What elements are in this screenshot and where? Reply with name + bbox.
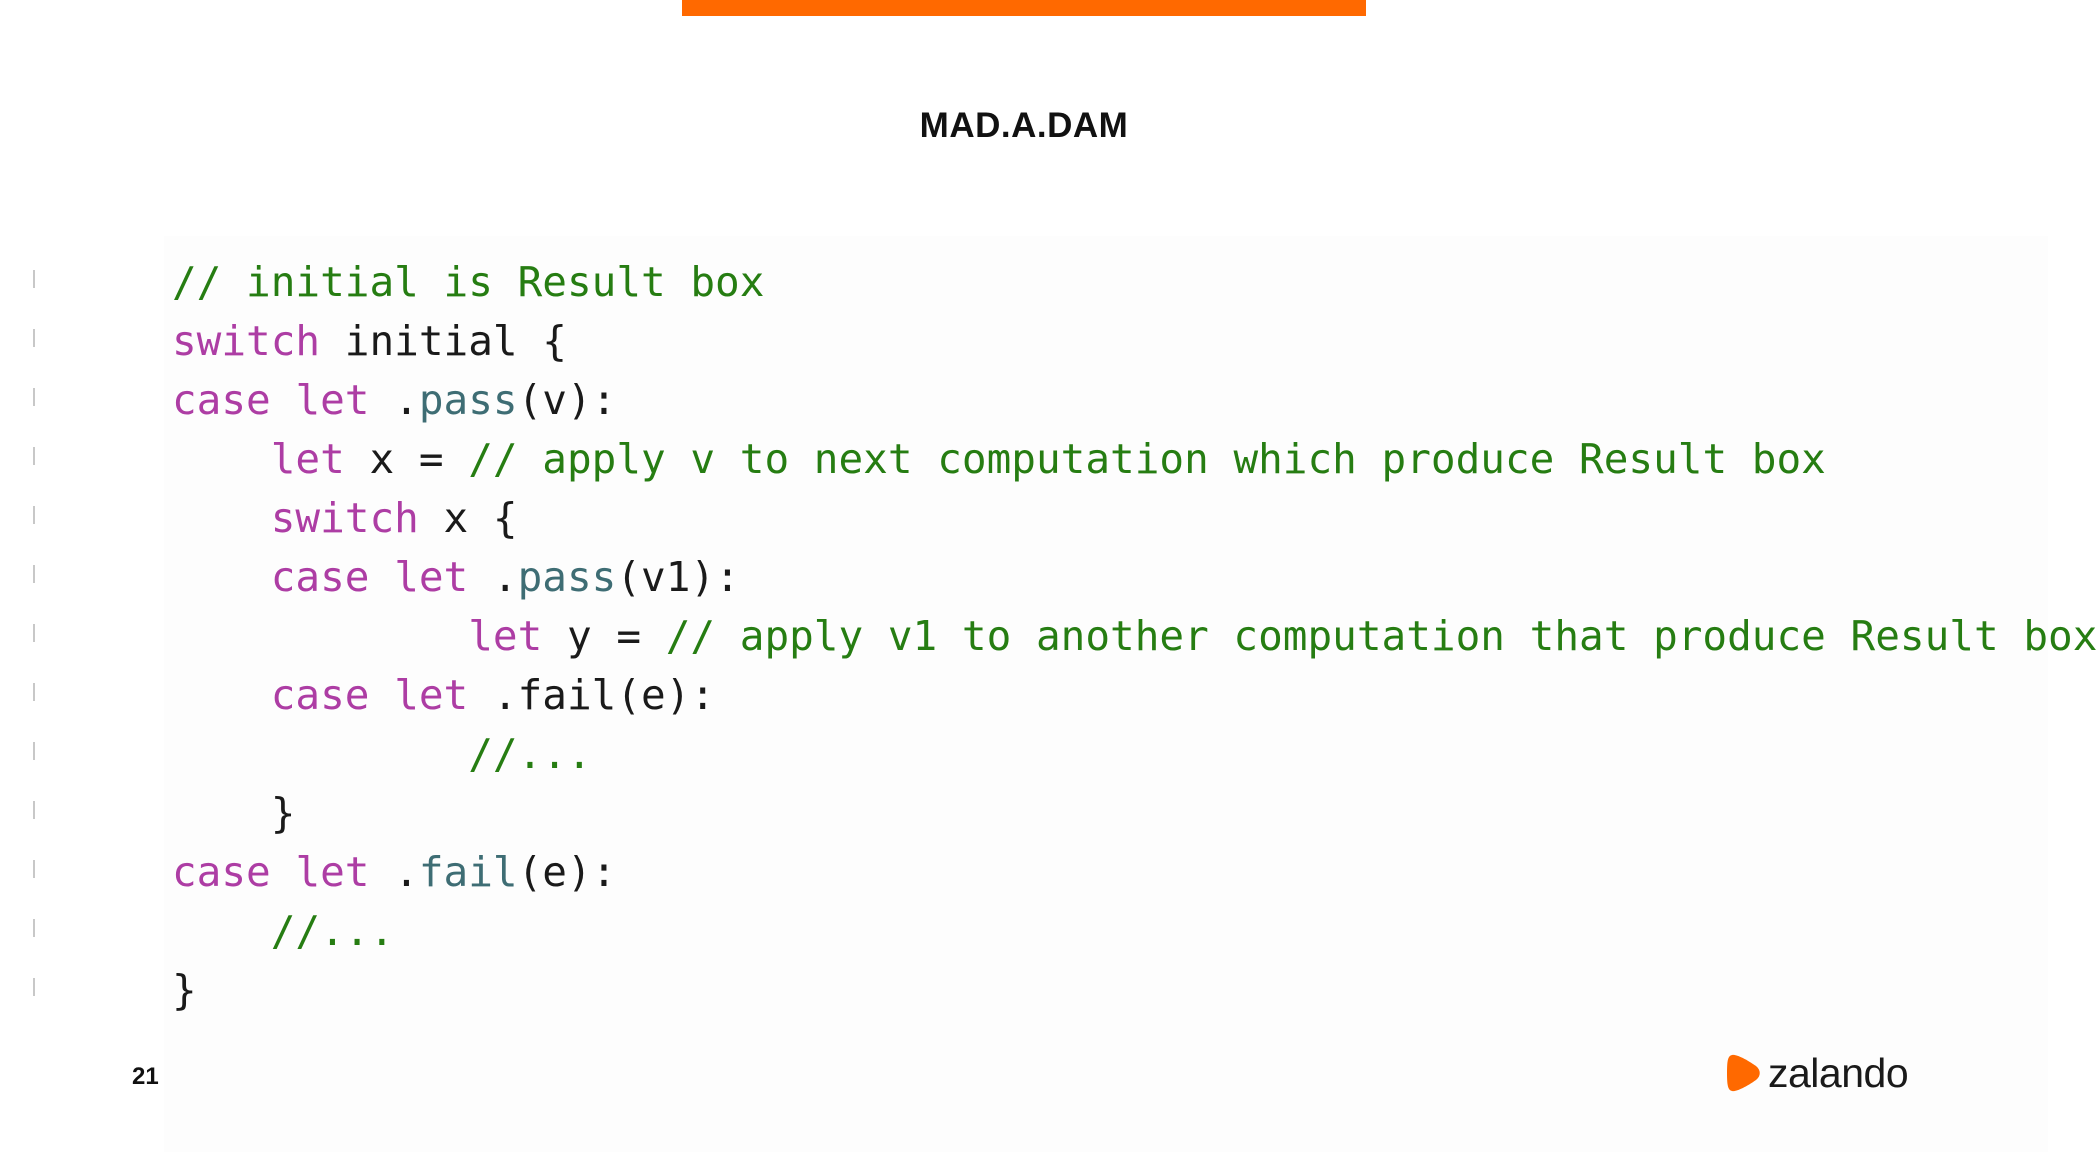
code-comment: //... (468, 730, 592, 778)
code-keyword: let (295, 376, 370, 424)
code-keyword: switch (270, 494, 419, 542)
code-keyword: case (270, 671, 370, 719)
code-keyword: let (295, 848, 370, 896)
code-text: fail (418, 848, 518, 896)
code-text: (v): (517, 376, 617, 424)
code-line: switch x { (172, 489, 2097, 548)
code-text: pass (517, 553, 617, 601)
code-keyword: case (172, 848, 271, 896)
code-text: y = (542, 612, 666, 660)
code-text (271, 848, 296, 896)
gutter-mark (33, 329, 35, 347)
code-text (172, 494, 271, 542)
code-text: x = (344, 435, 469, 483)
code-text: . (369, 376, 419, 424)
code-line: case let .fail(e): (172, 666, 2097, 725)
code-line: let y = // apply v1 to another computati… (172, 607, 2097, 666)
code-line: //... (172, 902, 2097, 961)
gutter-mark (33, 506, 35, 524)
code-panel (164, 236, 2048, 1152)
code-keyword: case (172, 376, 271, 424)
code-line: case let .pass(v1): (172, 548, 2097, 607)
code-keyword: let (394, 553, 469, 601)
code-text (172, 907, 271, 955)
code-text (172, 730, 468, 778)
code-line: //... (172, 725, 2097, 784)
code-text: (v1): (616, 553, 740, 601)
gutter-mark (33, 860, 35, 878)
code-text: pass (418, 376, 518, 424)
code-text (172, 553, 271, 601)
code-line: case let .fail(e): (172, 843, 2097, 902)
gutter-mark (33, 978, 35, 996)
code-text: x { (418, 494, 518, 542)
code-line: let x = // apply v to next computation w… (172, 430, 2097, 489)
gutter-mark (33, 919, 35, 937)
page-number: 21 (132, 1063, 159, 1090)
gutter-mark (33, 447, 35, 465)
zalando-logo: zalando (1726, 1050, 1909, 1096)
code-comment: // initial is Result box (172, 258, 765, 306)
code-keyword: let (270, 435, 345, 483)
logo-wordmark: zalando (1768, 1050, 1909, 1096)
code-line: } (172, 784, 2097, 843)
gutter-mark (33, 801, 35, 819)
code-text (271, 376, 296, 424)
gutter-mark (33, 270, 35, 288)
code-comment: // apply v to next computation which pro… (468, 435, 1826, 483)
code-line: } (172, 961, 2097, 1020)
code-comment: // apply v1 to another computation that … (665, 612, 2097, 660)
gutter-mark (33, 388, 35, 406)
code-keyword: let (468, 612, 543, 660)
code-line: // initial is Result box (172, 253, 2097, 312)
code-text (370, 671, 395, 719)
code-text: initial { (320, 317, 567, 365)
code-keyword: switch (172, 317, 321, 365)
code-text: } (172, 789, 296, 837)
code-text (172, 612, 468, 660)
code-block: // initial is Result box switch initial {… (172, 253, 2097, 1020)
code-text: . (468, 553, 518, 601)
code-keyword: case (270, 553, 370, 601)
slide: MAD.A.DAM // initial is Result box switch… (33, 0, 2097, 1152)
code-text (172, 671, 271, 719)
gutter-mark (33, 624, 35, 642)
gutter-mark (33, 742, 35, 760)
code-text (370, 553, 395, 601)
code-comment: //... (270, 907, 395, 955)
code-text: . (369, 848, 419, 896)
code-text (172, 435, 271, 483)
code-keyword: let (394, 671, 469, 719)
slide-title: MAD.A.DAM (919, 106, 1129, 145)
code-text: .fail(e): (468, 671, 716, 719)
code-line: switch initial { (172, 312, 2097, 371)
accent-bar (682, 0, 1366, 16)
gutter-mark (33, 565, 35, 583)
code-text: } (172, 966, 197, 1014)
zalando-flag-icon (1726, 1053, 1762, 1093)
code-line: case let .pass(v): (172, 371, 2097, 430)
code-text: (e): (517, 848, 617, 896)
gutter-mark (33, 683, 35, 701)
